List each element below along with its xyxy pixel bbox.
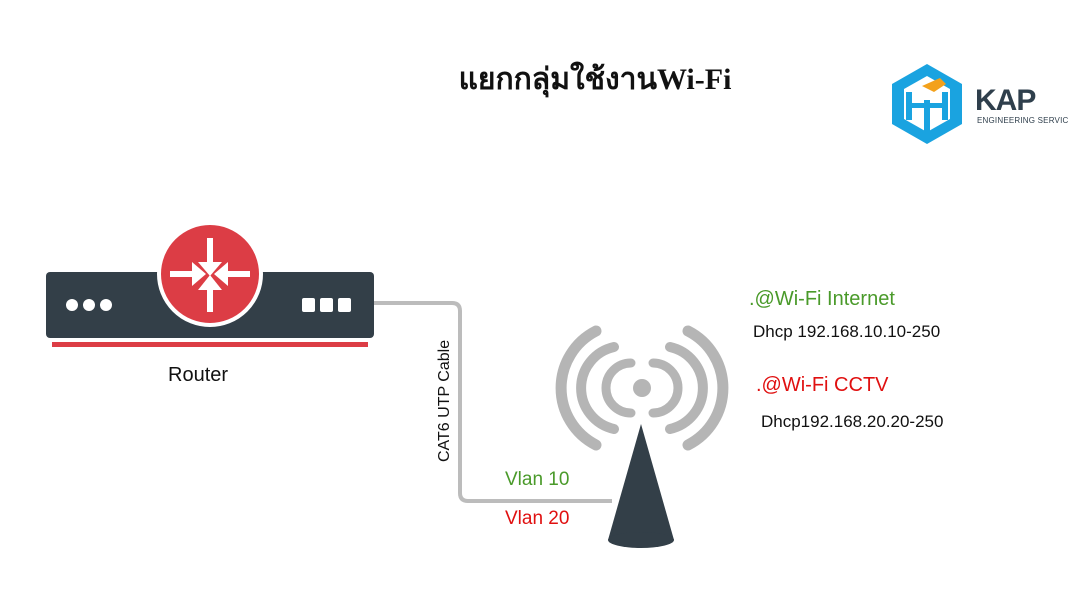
wireless-signal-icon	[555, 325, 729, 451]
ssid-internet-name: .@Wi-Fi Internet	[749, 288, 895, 310]
uplink-cable	[372, 301, 612, 503]
router-icon	[46, 221, 374, 347]
signal-dot	[633, 379, 651, 397]
ssid-cctv-name: .@Wi-Fi CCTV	[756, 374, 889, 396]
access-point-icon	[608, 424, 674, 548]
logo-subtitle: ENGINEERING SERVIC	[977, 116, 1069, 125]
vlan-20-label: Vlan 20	[505, 508, 570, 529]
kap-logo-icon	[892, 64, 962, 144]
diagram-title: แยกกลุ่มใช้งานWi-Fi	[458, 63, 732, 96]
logo-name: KAP	[975, 84, 1036, 117]
ssid-cctv-dhcp: Dhcp192.168.20.20-250	[761, 412, 944, 431]
router-label: Router	[168, 364, 229, 386]
vlan-10-label: Vlan 10	[505, 469, 570, 490]
cable-label: CAT6 UTP Cable	[436, 339, 453, 462]
ssid-internet-dhcp: Dhcp 192.168.10.10-250	[753, 322, 941, 341]
